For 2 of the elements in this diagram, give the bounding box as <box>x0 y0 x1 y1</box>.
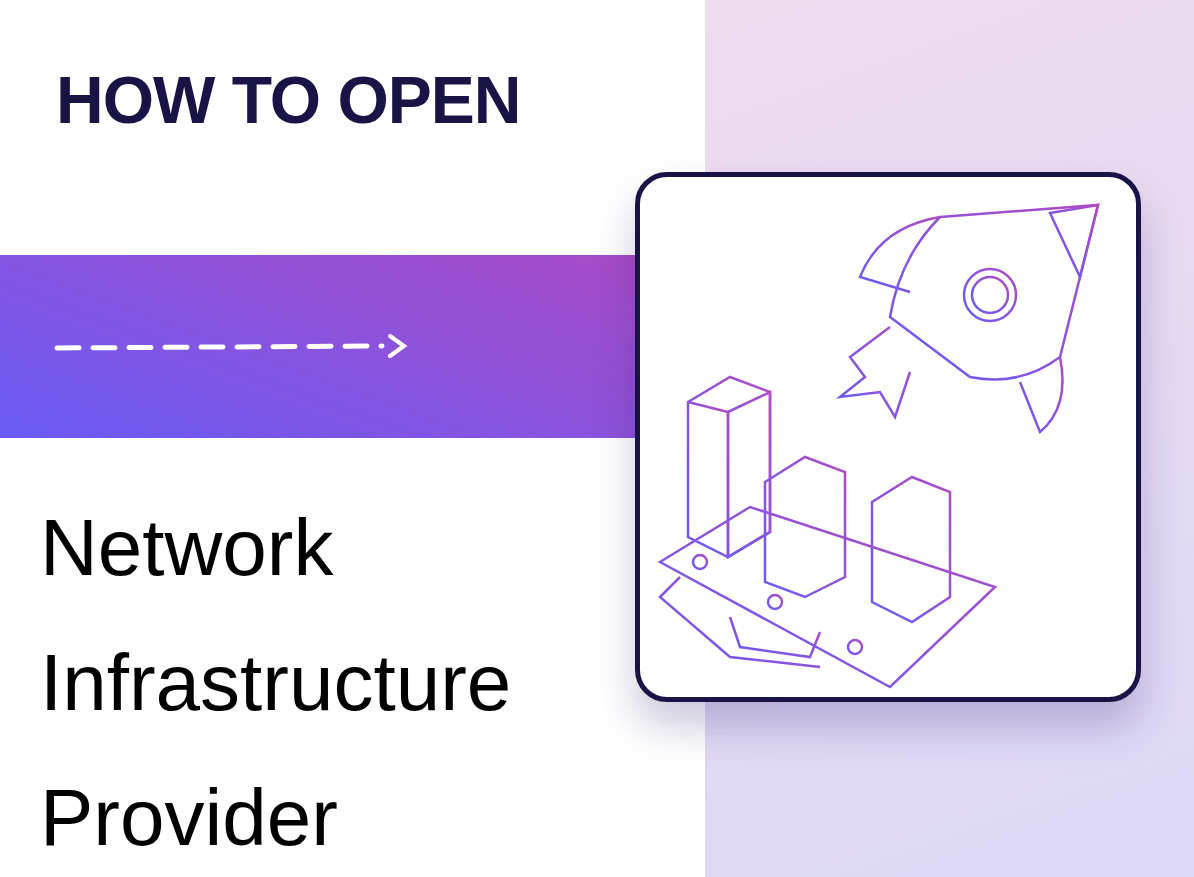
headline-text: Network Infrastructure Provider <box>40 502 513 864</box>
heading: HOW TO OPEN <box>56 62 521 138</box>
